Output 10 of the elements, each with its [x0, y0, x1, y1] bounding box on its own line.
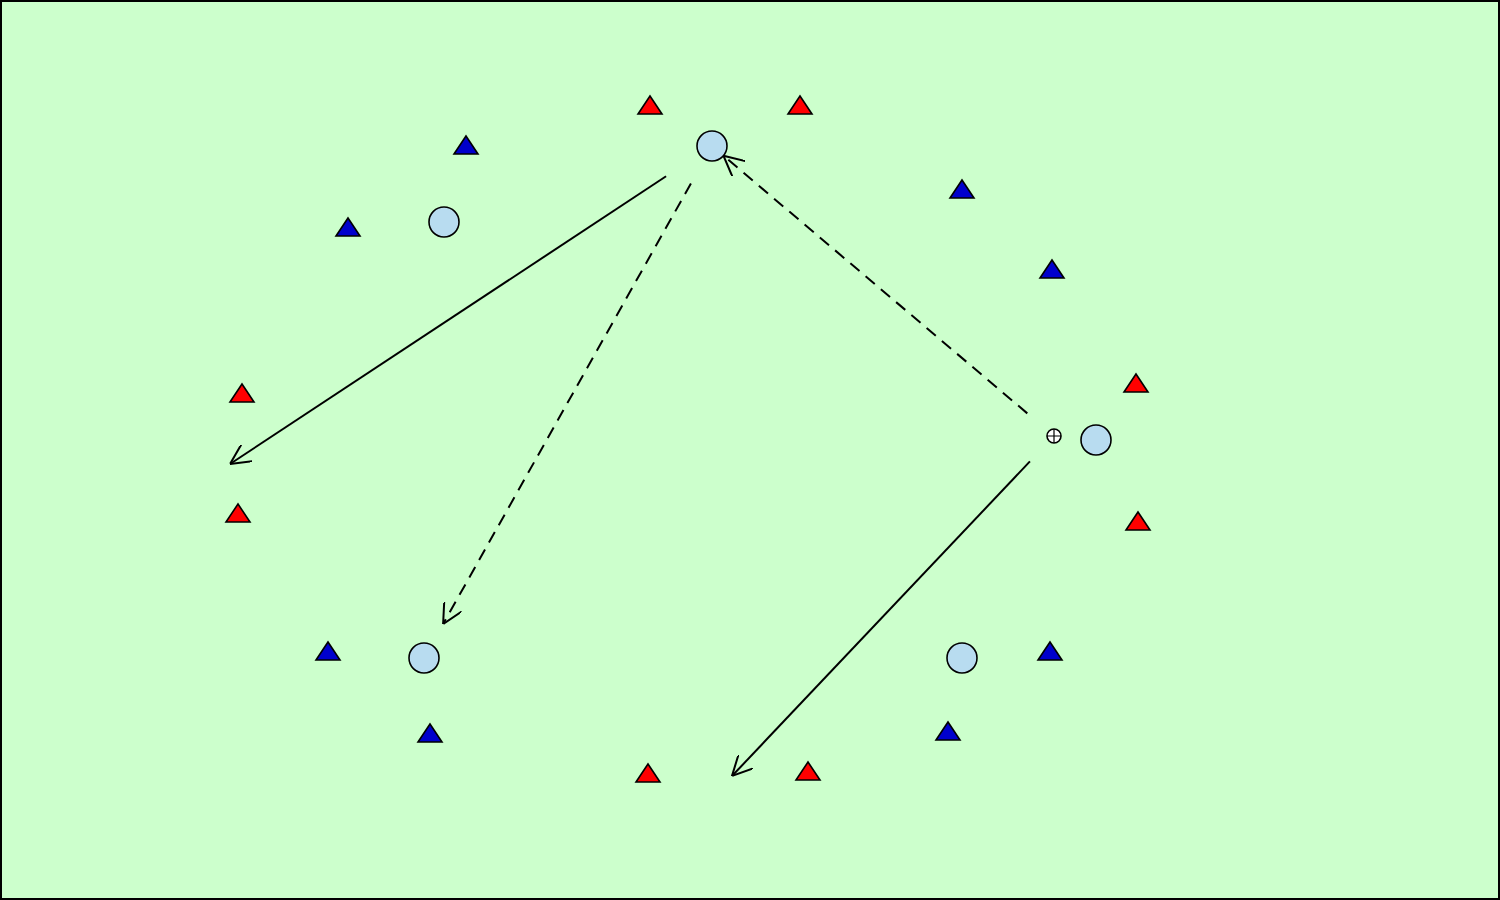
- arrow: [229, 175, 668, 465]
- player-marker: [696, 130, 728, 162]
- player-marker: [408, 642, 440, 674]
- ball-icon: [1046, 428, 1062, 444]
- player-marker: [428, 206, 460, 238]
- dashed-arrow: [442, 182, 692, 625]
- player-marker: [1080, 424, 1112, 456]
- player-marker: [946, 642, 978, 674]
- dashed-arrow: [722, 154, 1029, 415]
- arrow: [731, 460, 1031, 777]
